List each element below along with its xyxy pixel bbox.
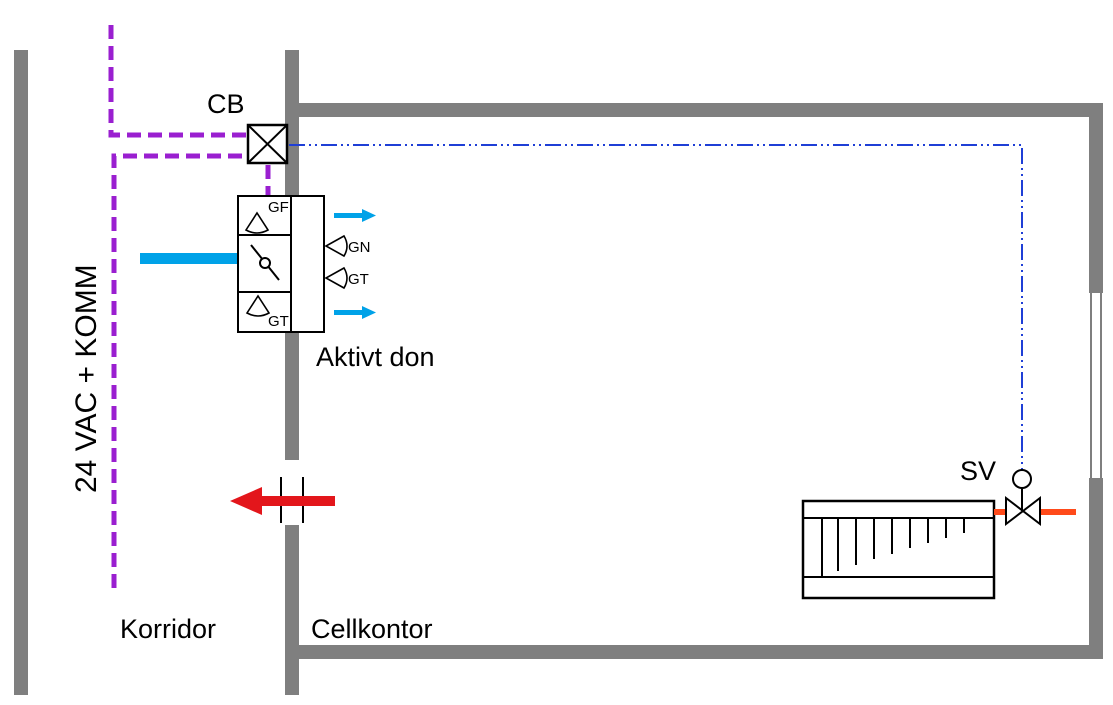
- corridor-outer-wall: [14, 50, 28, 695]
- sensor-gf-label: GF: [268, 199, 289, 216]
- office-right-wall-lower: [1089, 478, 1103, 659]
- damper-icon: [250, 244, 280, 281]
- partition-wall-lower: [285, 525, 299, 695]
- radiator: [801, 499, 996, 600]
- device-label: Aktivt don: [316, 342, 435, 372]
- sensor-gt-lower-icon: [245, 294, 271, 317]
- supply-duct: [140, 253, 238, 264]
- sensor-gn-label: GN: [348, 239, 371, 256]
- cb-label: CB: [207, 89, 245, 119]
- office-top-wall: [285, 103, 1103, 117]
- walls: [14, 50, 1103, 695]
- extract-air-arrow: [230, 487, 335, 515]
- sensor-gn-icon: [324, 234, 348, 258]
- active-terminal-unit: [237, 195, 325, 333]
- sensor-gf-icon: [244, 211, 270, 234]
- office-bottom-wall: [285, 645, 1103, 659]
- room-label-korridor: Korridor: [120, 614, 216, 644]
- heating-pipe-supply: [1040, 509, 1076, 515]
- sensor-gt-label: GT: [348, 271, 369, 288]
- window: [1090, 293, 1102, 478]
- heating-pipe-return: [994, 509, 1006, 515]
- room-label-cellkontor: Cellkontor: [311, 614, 433, 644]
- supply-air-arrow-upper: [334, 209, 376, 222]
- sv-label: SV: [960, 456, 996, 486]
- signal-line: [289, 144, 1023, 470]
- power-comm-cabling: [108, 25, 271, 588]
- office-right-wall-upper: [1089, 103, 1103, 293]
- valve-icon: [1005, 469, 1041, 527]
- sensor-gt-icon: [324, 266, 348, 290]
- supply-air-arrow-lower: [334, 306, 376, 319]
- supply-cabling-label: 24 VAC + KOMM: [70, 264, 103, 493]
- sensor-gt-lower-label: GT: [268, 313, 289, 330]
- connection-box: [246, 123, 289, 165]
